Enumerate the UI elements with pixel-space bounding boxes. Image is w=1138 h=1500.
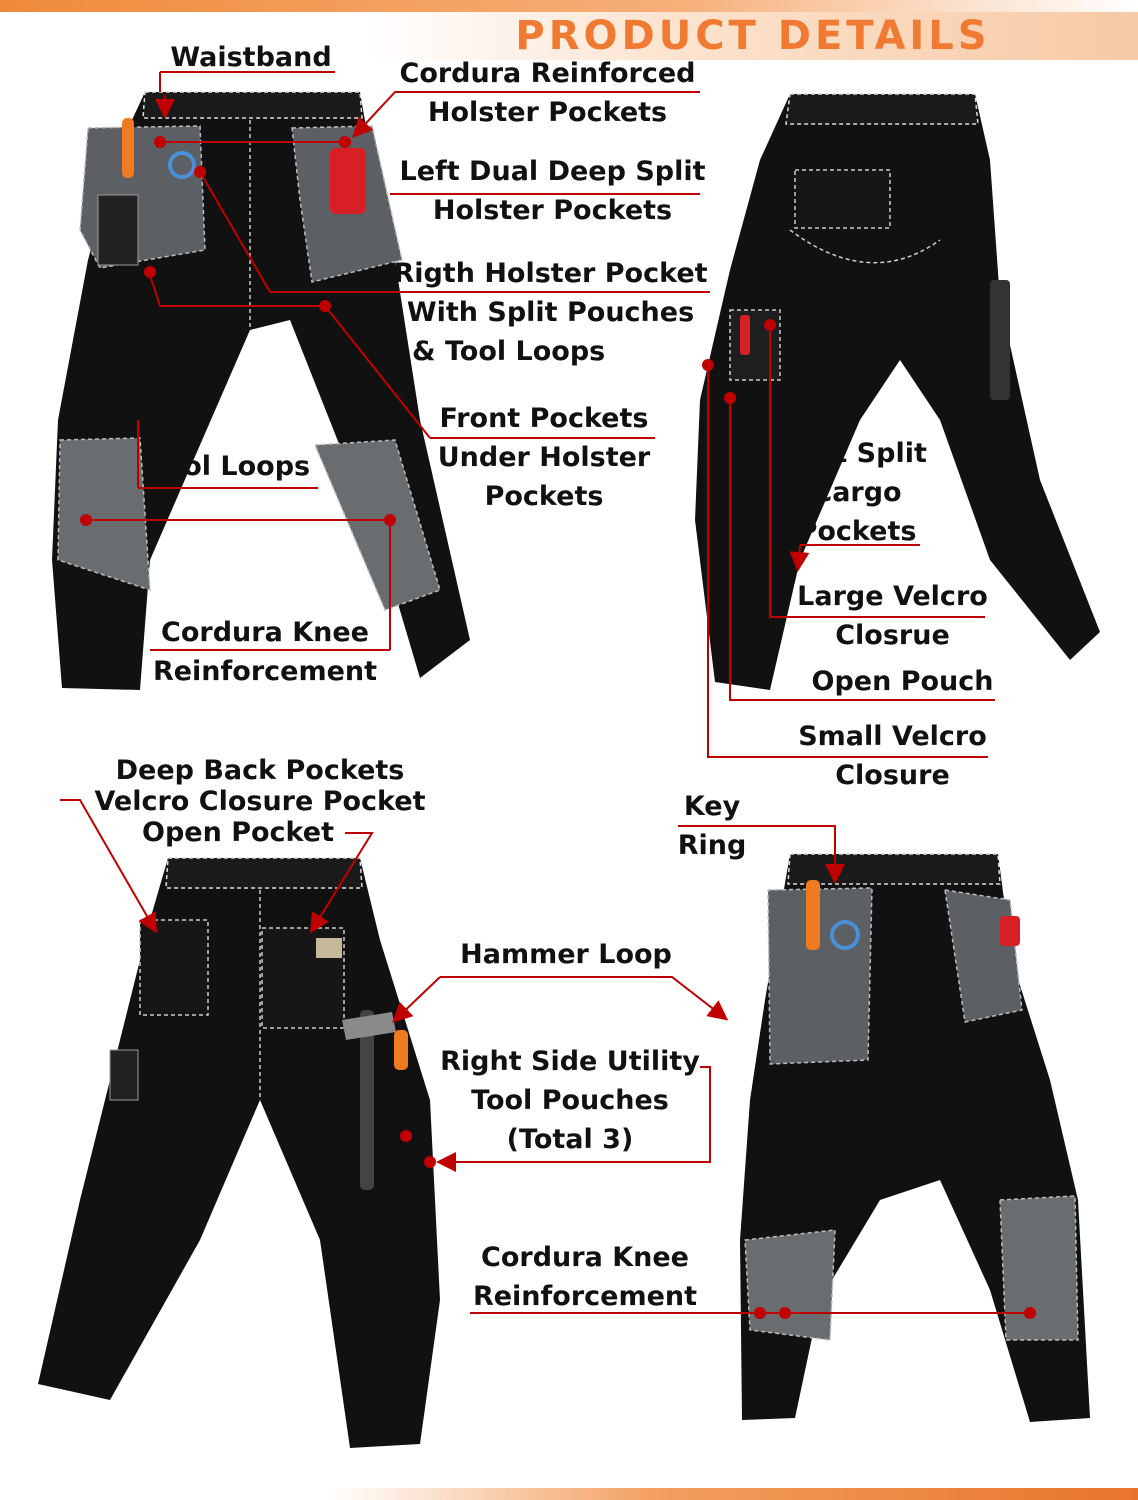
pants-back-angled-view bbox=[695, 93, 1100, 690]
label-hammer-loop: Hammer Loop bbox=[460, 939, 672, 970]
label-cordura-holster: Cordura Reinforced Holster Pockets bbox=[399, 58, 696, 128]
label-front-pockets: Front Pockets Under Holster Pockets bbox=[437, 403, 651, 512]
pants-back-view bbox=[38, 857, 440, 1448]
pants-front-angled-view bbox=[740, 853, 1090, 1422]
label-utility-pouches: Right Side Utility Tool Pouches (Total 3… bbox=[440, 1046, 700, 1155]
label-left-dual-holster: Left Dual Deep Split Holster Pockets bbox=[399, 156, 706, 226]
label-left-split-cargo: Left Split Cargo Pockets bbox=[787, 438, 927, 547]
pants-front-view bbox=[52, 91, 470, 690]
label-key-ring: Key Ring bbox=[677, 791, 747, 861]
label-knee-front: Cordura Knee Reinforcement bbox=[152, 617, 378, 687]
label-tool-loops: Tool Loops bbox=[149, 451, 311, 482]
bottom-accent-bar bbox=[330, 1488, 1138, 1500]
label-large-velcro: Large Velcro Closrue bbox=[797, 581, 988, 651]
label-knee-rear: Cordura Knee Reinforcement bbox=[472, 1242, 698, 1312]
callout-lines bbox=[60, 71, 1030, 1314]
page-title: PRODUCT DETAILS bbox=[368, 12, 1138, 60]
label-small-velcro: Small Velcro Closure bbox=[798, 721, 987, 791]
label-waistband: Waistband bbox=[170, 42, 332, 73]
top-accent-bar bbox=[0, 0, 1138, 12]
label-back-pockets: Deep Back Pockets Velcro Closure Pocket … bbox=[94, 755, 426, 848]
label-right-holster: Rigth Holster Pocket With Split Pouches … bbox=[393, 258, 708, 367]
label-open-pouch: Open Pouch bbox=[811, 666, 994, 697]
callout-dots bbox=[80, 136, 1036, 1319]
